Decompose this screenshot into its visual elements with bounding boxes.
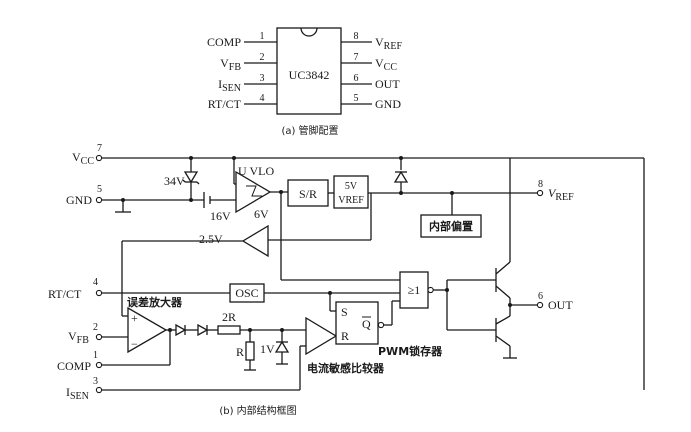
isen-pin — [95, 386, 103, 394]
zener-1v-label: 1V — [260, 342, 275, 356]
error-amp-label: 误差放大器 — [127, 295, 183, 309]
sr-label: S/R — [299, 187, 317, 201]
out-pin — [536, 301, 544, 309]
pin3-number: 3 — [260, 73, 265, 84]
pinout-caption: (a) 管脚配置 — [281, 124, 338, 137]
pin-name-vref: VREF — [375, 35, 402, 52]
totem-pole-output: 6 OUT — [495, 158, 573, 359]
pin2-number: 2 — [260, 52, 265, 63]
uvlo-comparator: U VLO 6V — [233, 158, 288, 221]
comparator-label: 电流敏感比较器 — [307, 361, 385, 375]
pin-name-out: OUT — [375, 77, 400, 91]
uvlo-label: U VLO — [238, 164, 274, 178]
resistor-2r — [217, 325, 241, 335]
pinout-diagram: UC3842 1 2 3 4 8 7 6 5 COMP VFB ISEN RT/… — [207, 27, 402, 137]
nor-gate-label: ≥1 — [408, 283, 421, 297]
ref-2v5-buffer: 2.5V — [121, 190, 400, 317]
pin-name-isen: ISEN — [218, 77, 241, 94]
out-pin-number: 6 — [538, 291, 543, 302]
comp-pin — [95, 361, 103, 369]
pin8-number: 8 — [354, 31, 359, 42]
chip-label: UC3842 — [289, 68, 330, 82]
pin7-number: 7 — [354, 52, 359, 63]
vfb-pin — [95, 333, 103, 341]
comp-pin-label: COMP — [57, 359, 91, 373]
pin-name-gnd: GND — [375, 97, 401, 111]
resistor-2r-label: 2R — [222, 310, 236, 324]
chip-body — [276, 27, 342, 115]
rtct-pin-number: 4 — [93, 277, 98, 288]
resistor-r-label: R — [236, 345, 244, 359]
pwm-latch-label: PWM锁存器 — [378, 344, 443, 358]
pin4-number: 4 — [260, 93, 265, 104]
vcc-pin-label: VCC — [72, 150, 94, 167]
pin5-number: 5 — [354, 93, 359, 104]
battery-16v-label: 16V — [210, 209, 231, 223]
resistor-r — [245, 341, 255, 361]
diode-2 — [197, 323, 209, 337]
pin-name-vcc: VCC — [375, 56, 397, 73]
vref-box-vref: VREF — [338, 195, 364, 206]
pwm-latch: S R Q PWM锁存器 — [335, 300, 443, 358]
oscillator: RT/CT 4 OSC — [48, 277, 400, 312]
zener-34v-label: 34V — [164, 174, 185, 188]
vref-pin-label: VREF — [548, 186, 574, 203]
internal-bias-box — [420, 214, 482, 238]
vref-pin-number: 8 — [538, 179, 543, 190]
block-diagram: VCC 7 34V GND 5 — [48, 143, 645, 417]
pin-name-vfb: VFB — [220, 56, 241, 73]
pwm-latch-box — [335, 301, 379, 345]
latch-s: S — [341, 305, 348, 319]
block-caption: (b) 内部结构框图 — [219, 404, 296, 417]
diode-1 — [175, 323, 187, 337]
vfb-pin-number: 2 — [93, 322, 98, 333]
error-amplifier: 误差放大器 + − VFB 2 2R — [57, 295, 306, 373]
vref-box-5v: 5V — [345, 181, 358, 192]
gnd-pin-number: 5 — [97, 184, 102, 195]
gnd-pin — [95, 196, 103, 204]
zener-1v — [274, 340, 290, 353]
uvlo-6v-label: 6V — [254, 207, 269, 221]
latch-r: R — [341, 329, 349, 343]
pin6-number: 6 — [354, 73, 359, 84]
rtct-pin-label: RT/CT — [48, 287, 82, 301]
vfb-pin-label: VFB — [68, 329, 89, 346]
vref-regulator-box — [333, 175, 369, 209]
ref-2v5-label: 2.5V — [199, 232, 223, 246]
sr-and-reference: S/R 5V VREF 8 VREF 内部偏置 — [287, 158, 574, 240]
pin1-number: 1 — [260, 31, 265, 42]
isen-pin-label: ISEN — [66, 385, 89, 402]
sr-box — [287, 179, 329, 207]
gnd-pin-label: GND — [66, 193, 92, 207]
vcc-pin-number: 7 — [97, 143, 102, 154]
osc-label: OSC — [235, 286, 258, 300]
zener-34v: 34V — [164, 158, 200, 200]
internal-bias-label: 内部偏置 — [429, 219, 473, 233]
chip-notch — [300, 27, 318, 37]
pin-name-comp: COMP — [207, 35, 241, 49]
error-amp-plus: + — [131, 311, 138, 325]
nor-gate-box — [399, 271, 429, 309]
nor-gate: ≥1 — [399, 271, 496, 331]
latch-qbar: Q — [362, 317, 371, 331]
error-amp-minus: − — [131, 337, 138, 351]
pin-name-rtct: RT/CT — [208, 97, 242, 111]
out-pin-label: OUT — [548, 298, 573, 312]
isen-pin-number: 3 — [93, 376, 98, 387]
rtct-pin — [95, 289, 103, 297]
comp-pin-number: 1 — [93, 350, 98, 361]
vcc-pin — [95, 154, 103, 162]
vref-pin — [536, 189, 544, 197]
current-sense-comparator: 电流敏感比较器 ISEN 3 — [66, 316, 385, 402]
gnd-rail: GND 5 16V — [66, 184, 236, 223]
